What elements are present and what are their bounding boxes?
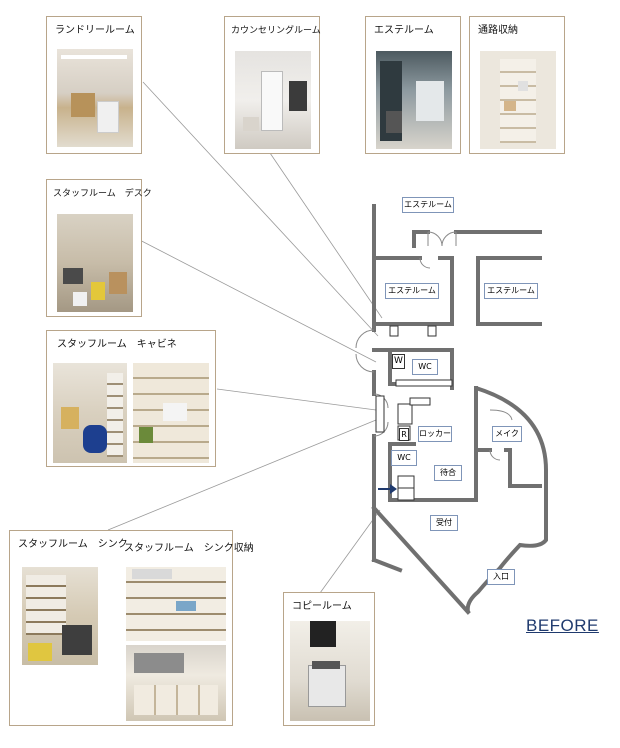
photo-title-laundry: ランドリールーム [55, 25, 135, 36]
room-label-wc-upper: WC [412, 359, 438, 375]
photo-staff-desk [57, 214, 133, 312]
photo-title-corridor-storage: 通路収納 [478, 25, 518, 36]
photo-title-copy-room: コピールーム [292, 601, 352, 612]
photo-title-staff-desk: スタッフルーム デスク [53, 189, 152, 199]
room-label-waiting: 待合 [434, 465, 462, 481]
photo-laundry [57, 49, 133, 147]
leader-lines [107, 81, 383, 594]
room-label-r: R [399, 428, 409, 441]
photo-title-este: エステルーム [374, 25, 434, 36]
photo-card-copy-room: コピールーム [283, 592, 375, 726]
photo-card-corridor-storage: 通路収納 [469, 16, 565, 154]
photo-title-staff-sink: スタッフルーム シンク [18, 539, 128, 550]
before-label: BEFORE [526, 616, 599, 635]
photo-card-staff-sink: スタッフルーム シンク スタッフルーム シンク収納 [9, 530, 254, 726]
photo-title-staff-cabinet: スタッフルーム キャビネ [57, 339, 177, 350]
photo-staff-sink [22, 567, 98, 665]
direction-arrow-icon [378, 484, 397, 494]
photo-staff-cabinet-left [53, 363, 127, 463]
photo-copy-room [290, 621, 370, 721]
room-label-locker: ロッカー [418, 426, 452, 442]
photo-este [376, 51, 452, 149]
photo-staff-sink-storage-top [126, 567, 226, 641]
photo-title-counseling: カウンセリングルーム [231, 26, 321, 36]
photo-card-staff-cabinet: スタッフルーム キャビネ [46, 330, 216, 467]
room-label-este-top: エステルーム [402, 197, 454, 213]
door-swings [355, 231, 513, 461]
photo-card-este: エステルーム [365, 16, 461, 154]
photo-card-laundry: ランドリールーム [46, 16, 142, 154]
room-label-w: W [392, 354, 405, 369]
photo-card-staff-desk: スタッフルーム デスク [46, 179, 152, 317]
room-label-este-left: エステルーム [385, 283, 439, 299]
room-label-makeup: メイク [492, 426, 522, 442]
photo-title-staff-sink-storage: スタッフルーム シンク収納 [124, 543, 254, 554]
photo-corridor-storage [480, 51, 556, 149]
room-label-entrance: 入口 [487, 569, 515, 585]
room-label-reception: 受付 [430, 515, 458, 531]
photo-staff-sink-storage-bottom [126, 645, 226, 721]
room-label-este-right: エステルーム [484, 283, 538, 299]
room-label-wc-lower: WC [391, 450, 417, 466]
photo-card-counseling: カウンセリングルーム [224, 16, 321, 154]
photo-counseling [235, 51, 311, 149]
curved-wall [465, 386, 548, 613]
photo-staff-cabinet-right [133, 363, 209, 463]
